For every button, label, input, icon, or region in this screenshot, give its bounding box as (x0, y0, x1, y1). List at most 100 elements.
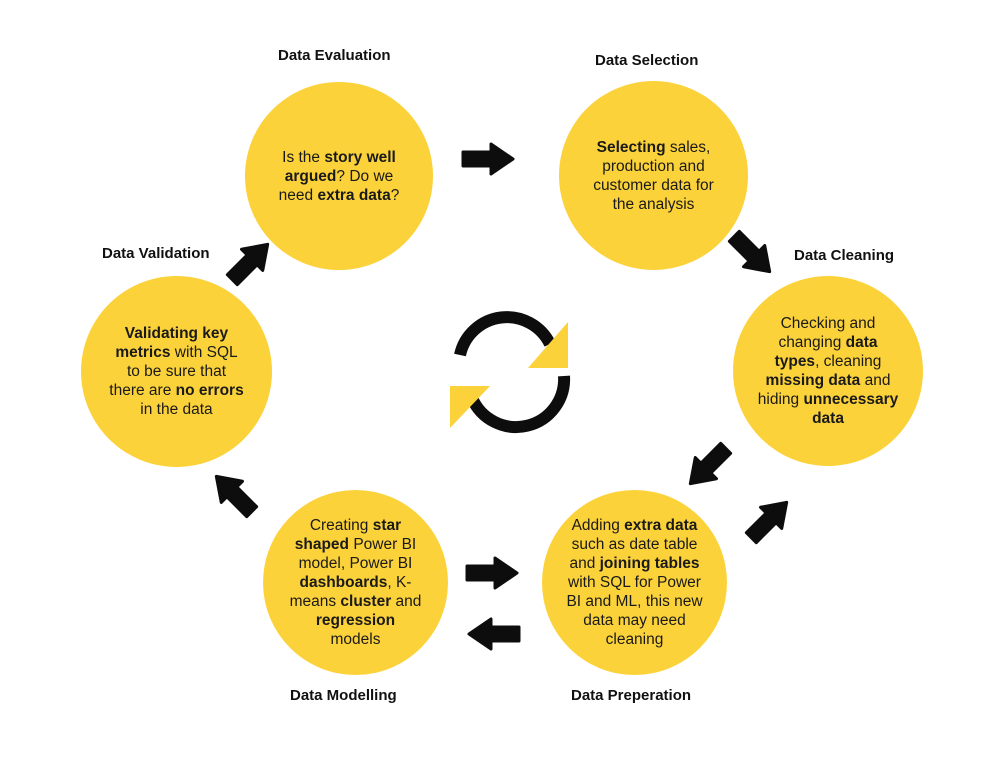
text-line: and joining tables (566, 554, 702, 573)
text-line: with SQL for Power (566, 573, 702, 592)
text-line: changing data (758, 333, 898, 352)
text-run: Creating (309, 517, 373, 534)
text-run: Adding (571, 517, 625, 534)
arrow-cleaning-to-preperation (678, 436, 738, 496)
bold-text-run: joining tables (599, 555, 700, 572)
bold-text-run: extra data (624, 517, 698, 534)
text-line: means cluster and (290, 592, 422, 611)
text-run: hiding (757, 391, 804, 408)
bold-text-run: unnecessary (803, 391, 899, 408)
text-run: model, Power BI (298, 555, 413, 572)
arrow-validation-to-evaluation (220, 232, 280, 292)
text-line: missing data and (758, 371, 898, 390)
stage-title-cleaning: Data Cleaning (794, 247, 895, 264)
text-run: with SQL for Power (568, 574, 701, 591)
text-line: the analysis (593, 195, 714, 214)
stage-title-validation: Data Validation (102, 245, 210, 262)
bold-text-run: cluster (340, 593, 392, 610)
bold-text-run: types (774, 353, 816, 370)
text-line: shaped Power BI (290, 535, 422, 554)
bold-text-run: data (845, 334, 878, 351)
stage-title-selection: Data Selection (595, 52, 699, 69)
text-line: hiding unnecessary (758, 390, 898, 409)
bold-text-run: star (372, 517, 402, 534)
text-line: there are no errors (109, 381, 243, 400)
text-run: , cleaning (815, 353, 882, 370)
text-run: , K- (387, 574, 412, 591)
text-line: data (758, 409, 898, 428)
text-run: production and (602, 157, 705, 175)
bold-text-run: metrics (115, 344, 171, 361)
text-line: need extra data? (279, 186, 400, 205)
arrow-modelling-to-validation (204, 464, 264, 524)
text-run: data may need (583, 612, 686, 629)
arrow-selection-to-cleaning (722, 224, 782, 284)
text-run: with SQL (170, 344, 238, 361)
text-line: regression (290, 611, 422, 630)
text-line: data may need (566, 611, 702, 630)
text-line: metrics with SQL (109, 343, 243, 362)
cycle-arc-top (454, 311, 556, 357)
cycle-refresh-icon (450, 311, 571, 434)
text-line: BI and ML, this new (566, 592, 702, 611)
text-run: and (860, 372, 891, 389)
arrow-evaluation-to-selection (461, 142, 515, 176)
text-line: in the data (109, 400, 243, 419)
text-line: such as date table (566, 535, 702, 554)
text-line: Adding extra data (566, 516, 702, 535)
arrow-preperation-to-cleaning (739, 490, 799, 550)
text-line: models (290, 630, 422, 649)
text-line: argued? Do we (279, 167, 400, 186)
text-line: Is the story well (279, 148, 400, 167)
cycle-arrowhead-top (528, 322, 568, 368)
text-run: customer data for (593, 176, 714, 194)
bold-text-run: data (812, 410, 844, 427)
text-line: types, cleaning (758, 352, 898, 371)
text-run: sales, (665, 138, 711, 156)
text-line: Checking and (758, 314, 898, 333)
text-run: means (289, 593, 341, 610)
text-run: need (278, 186, 318, 204)
text-run: such as date table (571, 536, 698, 553)
text-run: ? (390, 186, 400, 204)
text-line: Creating star (290, 516, 422, 535)
text-line: Selecting sales, (593, 138, 714, 157)
text-line: to be sure that (109, 362, 243, 381)
bold-text-run: Selecting (596, 138, 666, 156)
text-run: BI and ML, this new (566, 593, 703, 610)
text-run: Power BI (349, 536, 417, 553)
text-run: to be sure that (126, 363, 227, 380)
text-run: models (330, 631, 381, 648)
text-run: Is the (282, 148, 325, 166)
text-run: there are (109, 382, 176, 399)
arrow-modelling-to-preperation (465, 556, 519, 590)
bold-text-run: argued (284, 167, 337, 185)
text-run: changing (778, 334, 846, 351)
cycle-arrowhead-bottom (450, 386, 490, 428)
text-line: model, Power BI (290, 554, 422, 573)
stage-title-preperation: Data Preperation (571, 687, 692, 704)
bold-text-run: no errors (175, 382, 244, 399)
text-line: cleaning (566, 630, 702, 649)
text-line: production and (593, 157, 714, 176)
bold-text-run: story well (324, 148, 396, 166)
text-run: cleaning (605, 631, 664, 648)
stage-title-evaluation: Data Evaluation (278, 47, 391, 64)
bold-text-run: extra data (317, 186, 391, 204)
text-run: and (569, 555, 600, 572)
cycle-arc-bottom (466, 375, 571, 434)
text-line: dashboards, K- (290, 573, 422, 592)
arrow-preperation-to-modelling (467, 617, 521, 651)
